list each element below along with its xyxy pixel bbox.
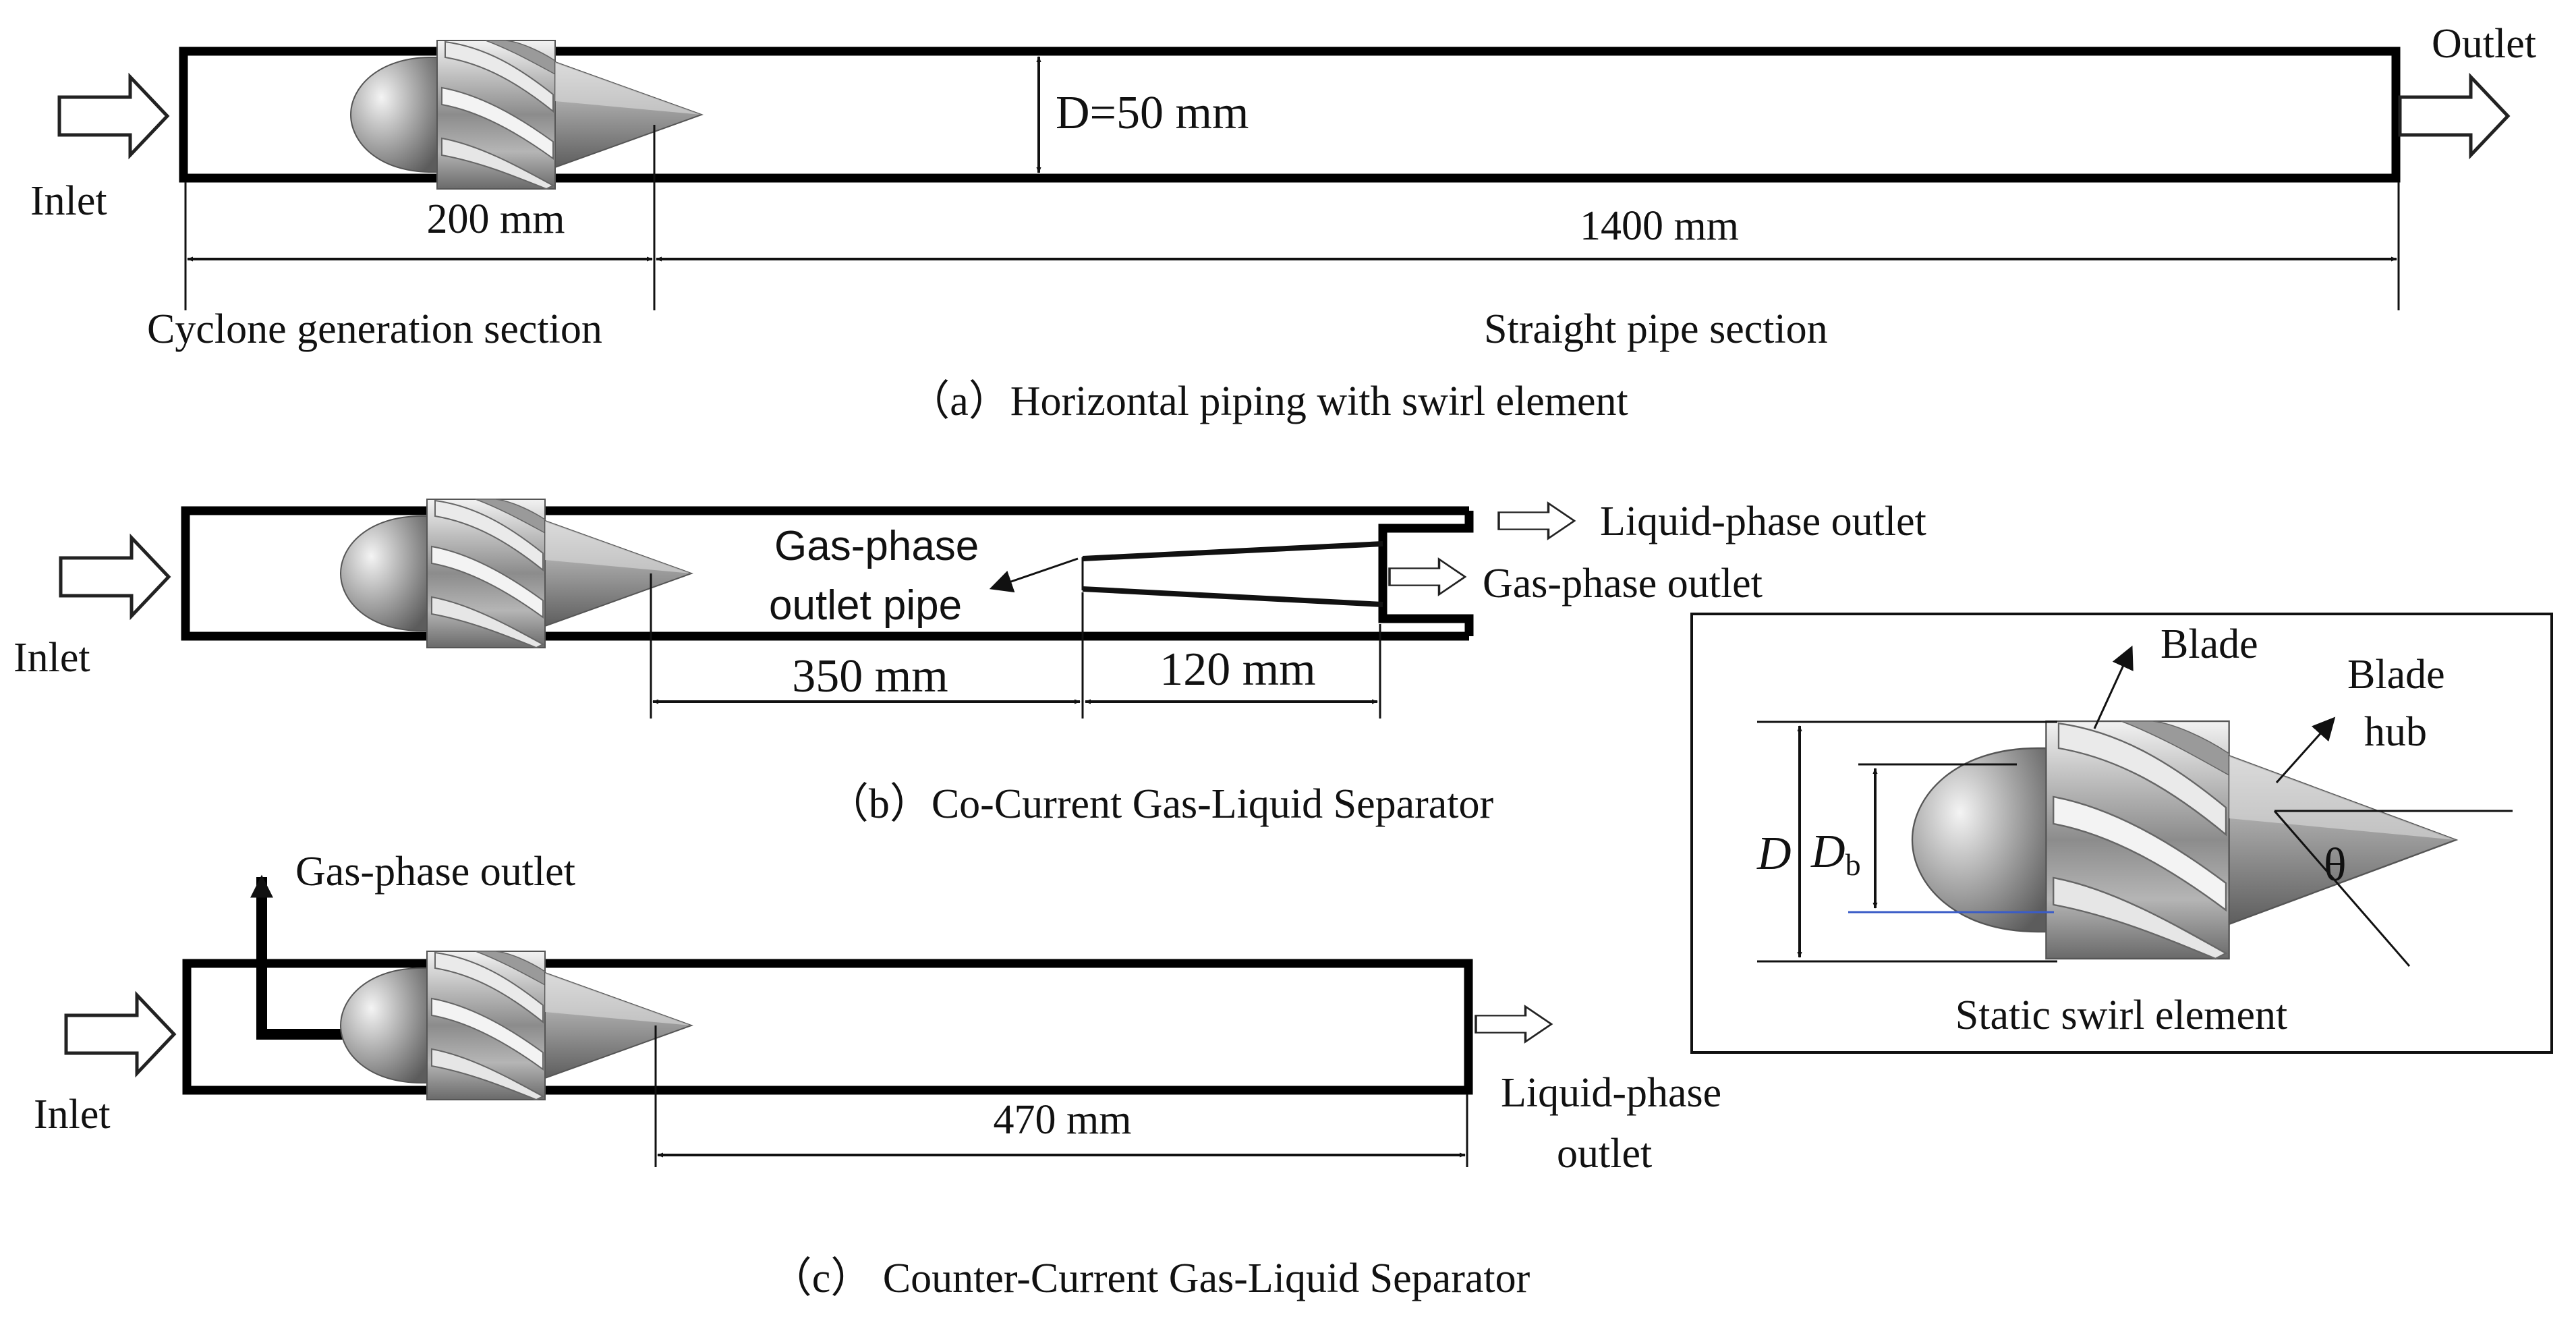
blade-hub-label-line1: Blade: [2347, 652, 2445, 698]
caption-a: （a）Horizontal piping with swirl element: [908, 378, 1628, 424]
panel-a: Inlet Outlet D=50 mm 200 mm 1400 mm Cycl…: [30, 21, 2536, 424]
blade-hub-label-line2: hub: [2364, 709, 2427, 755]
panel-c: Gas-phase outlet Inlet Liquid-phase outl…: [34, 849, 1721, 1301]
len-cyclone-label: 200 mm: [427, 196, 565, 242]
gas-outlet-label-b: Gas-phase outlet: [1483, 561, 1763, 607]
gas-outlet-pipe-c: [250, 874, 351, 1040]
inset-caption: Static swirl element: [1955, 992, 2287, 1038]
inset-swirl-element: [1911, 720, 2459, 960]
pipe-a: [179, 47, 2401, 183]
liquid-outlet-label-c-line2: outlet: [1557, 1131, 1652, 1177]
pipe-b: [181, 506, 1474, 641]
swirl-element-b: [340, 499, 692, 648]
liquid-outlet-arrow-b: [1497, 501, 1576, 540]
section-cyclone-label: Cyclone generation section: [147, 306, 602, 352]
liquid-outlet-label-b: Liquid-phase outlet: [1600, 499, 1926, 544]
inset-Db-label: Db: [1810, 826, 1861, 882]
inset-angle-line: [2273, 810, 2411, 967]
inlet-arrow-b: [61, 538, 169, 616]
liquid-outlet-label-c-line1: Liquid-phase: [1501, 1070, 1721, 1116]
len-120-label: 120 mm: [1160, 644, 1315, 696]
gas-pipe-label-line1: Gas-phase: [774, 523, 979, 569]
blade-hub-pointer: [2275, 716, 2336, 784]
inlet-label-b: Inlet: [13, 635, 90, 681]
gas-outlet-arrow-b: [1388, 557, 1467, 596]
inlet-arrow-a: [59, 77, 167, 155]
inset-D-label: D: [1756, 828, 1792, 880]
len-470-label: 470 mm: [994, 1097, 1132, 1143]
gas-outlet-label-c: Gas-phase outlet: [295, 849, 575, 895]
inset-static-swirl-element: D Db θ Blade Blade hub Static swirl elem…: [1690, 613, 2553, 1054]
gas-outlet-pipe: [1082, 541, 1383, 607]
inset-theta-label: θ: [2324, 839, 2347, 891]
caption-b: （b）Co-Current Gas-Liquid Separator: [827, 781, 1494, 827]
blade-pointer: [2093, 645, 2134, 729]
gas-pipe-label-line2: outlet pipe: [769, 582, 962, 629]
outlet-label-a: Outlet: [2432, 21, 2536, 67]
gas-pipe-pointer: [989, 557, 1079, 593]
outlet-arrow-a: [2400, 77, 2508, 155]
blade-label: Blade: [2160, 621, 2258, 667]
swirl-element-c: [340, 951, 692, 1100]
inlet-label-c: Inlet: [34, 1092, 111, 1137]
liquid-outlet-arrow-c: [1475, 1005, 1553, 1044]
panel-b: Liquid-phase outlet Gas-phase outlet Gas…: [13, 499, 1926, 827]
caption-c: （c） Counter-Current Gas-Liquid Separator: [770, 1256, 1530, 1301]
swirl-element-a: [350, 40, 702, 190]
diameter-label: D=50 mm: [1056, 87, 1249, 139]
len-350-label: 350 mm: [792, 650, 948, 702]
section-straight-label: Straight pipe section: [1484, 306, 1828, 352]
inlet-label-a: Inlet: [30, 178, 107, 224]
len-straight-label: 1400 mm: [1580, 203, 1739, 249]
inlet-arrow-c: [66, 995, 174, 1073]
pipe-c: [182, 959, 1473, 1095]
